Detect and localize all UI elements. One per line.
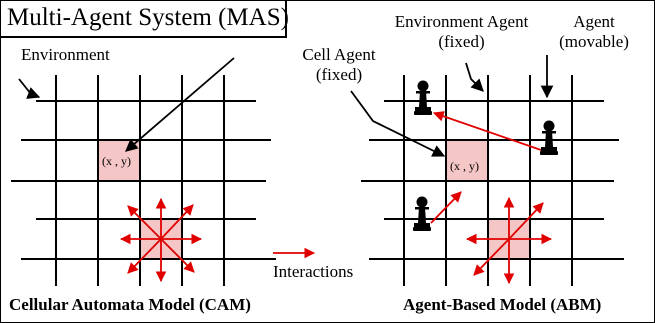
cell-agent-label: Cell Agent (fixed) xyxy=(284,45,394,85)
environment-label: Environment xyxy=(21,45,110,65)
title-box: Multi-Agent System (MAS) xyxy=(1,1,289,38)
abm-highlight-cell xyxy=(446,140,488,181)
pawn-icon xyxy=(414,80,432,115)
abm-cell-coordinate: (x , y) xyxy=(450,159,479,173)
abm-caption: Agent-Based Model (ABM) xyxy=(403,295,602,314)
diagram-title: Multi-Agent System (MAS) xyxy=(7,4,289,31)
cam-grid xyxy=(11,75,276,286)
abm-grid xyxy=(361,75,624,286)
environment-agent-label-line2: (fixed) xyxy=(438,32,485,51)
agent-label-line2: (movable) xyxy=(559,32,629,51)
interactions-label: Interactions xyxy=(273,262,354,282)
cam-cell-coordinate: (x , y) xyxy=(102,154,131,168)
cell-agent-arrow-right xyxy=(350,90,446,157)
agent-to-agent-arrow xyxy=(432,111,542,151)
cam-interaction-arrows xyxy=(119,197,203,283)
environment-agent-label-line1: Environment Agent xyxy=(394,12,529,31)
pawn-icon xyxy=(413,196,431,231)
agent-label: Agent (movable) xyxy=(546,12,642,52)
environment-arrow xyxy=(18,78,41,99)
pawn-icon xyxy=(540,120,558,155)
env-agent-arrow xyxy=(465,62,484,92)
cell-agent-label-line1: Cell Agent xyxy=(302,45,376,64)
cell-agent-label-line2: (fixed) xyxy=(315,65,363,84)
agent-to-cell-arrow xyxy=(430,191,462,224)
abm-interaction-arrows xyxy=(465,196,553,285)
agent-label-line1: Agent xyxy=(573,12,615,31)
cell-agent-arrow xyxy=(125,57,235,152)
cam-caption: Cellular Automata Model (CAM) xyxy=(9,295,251,314)
environment-agent-label: Environment Agent (fixed) xyxy=(384,12,539,52)
